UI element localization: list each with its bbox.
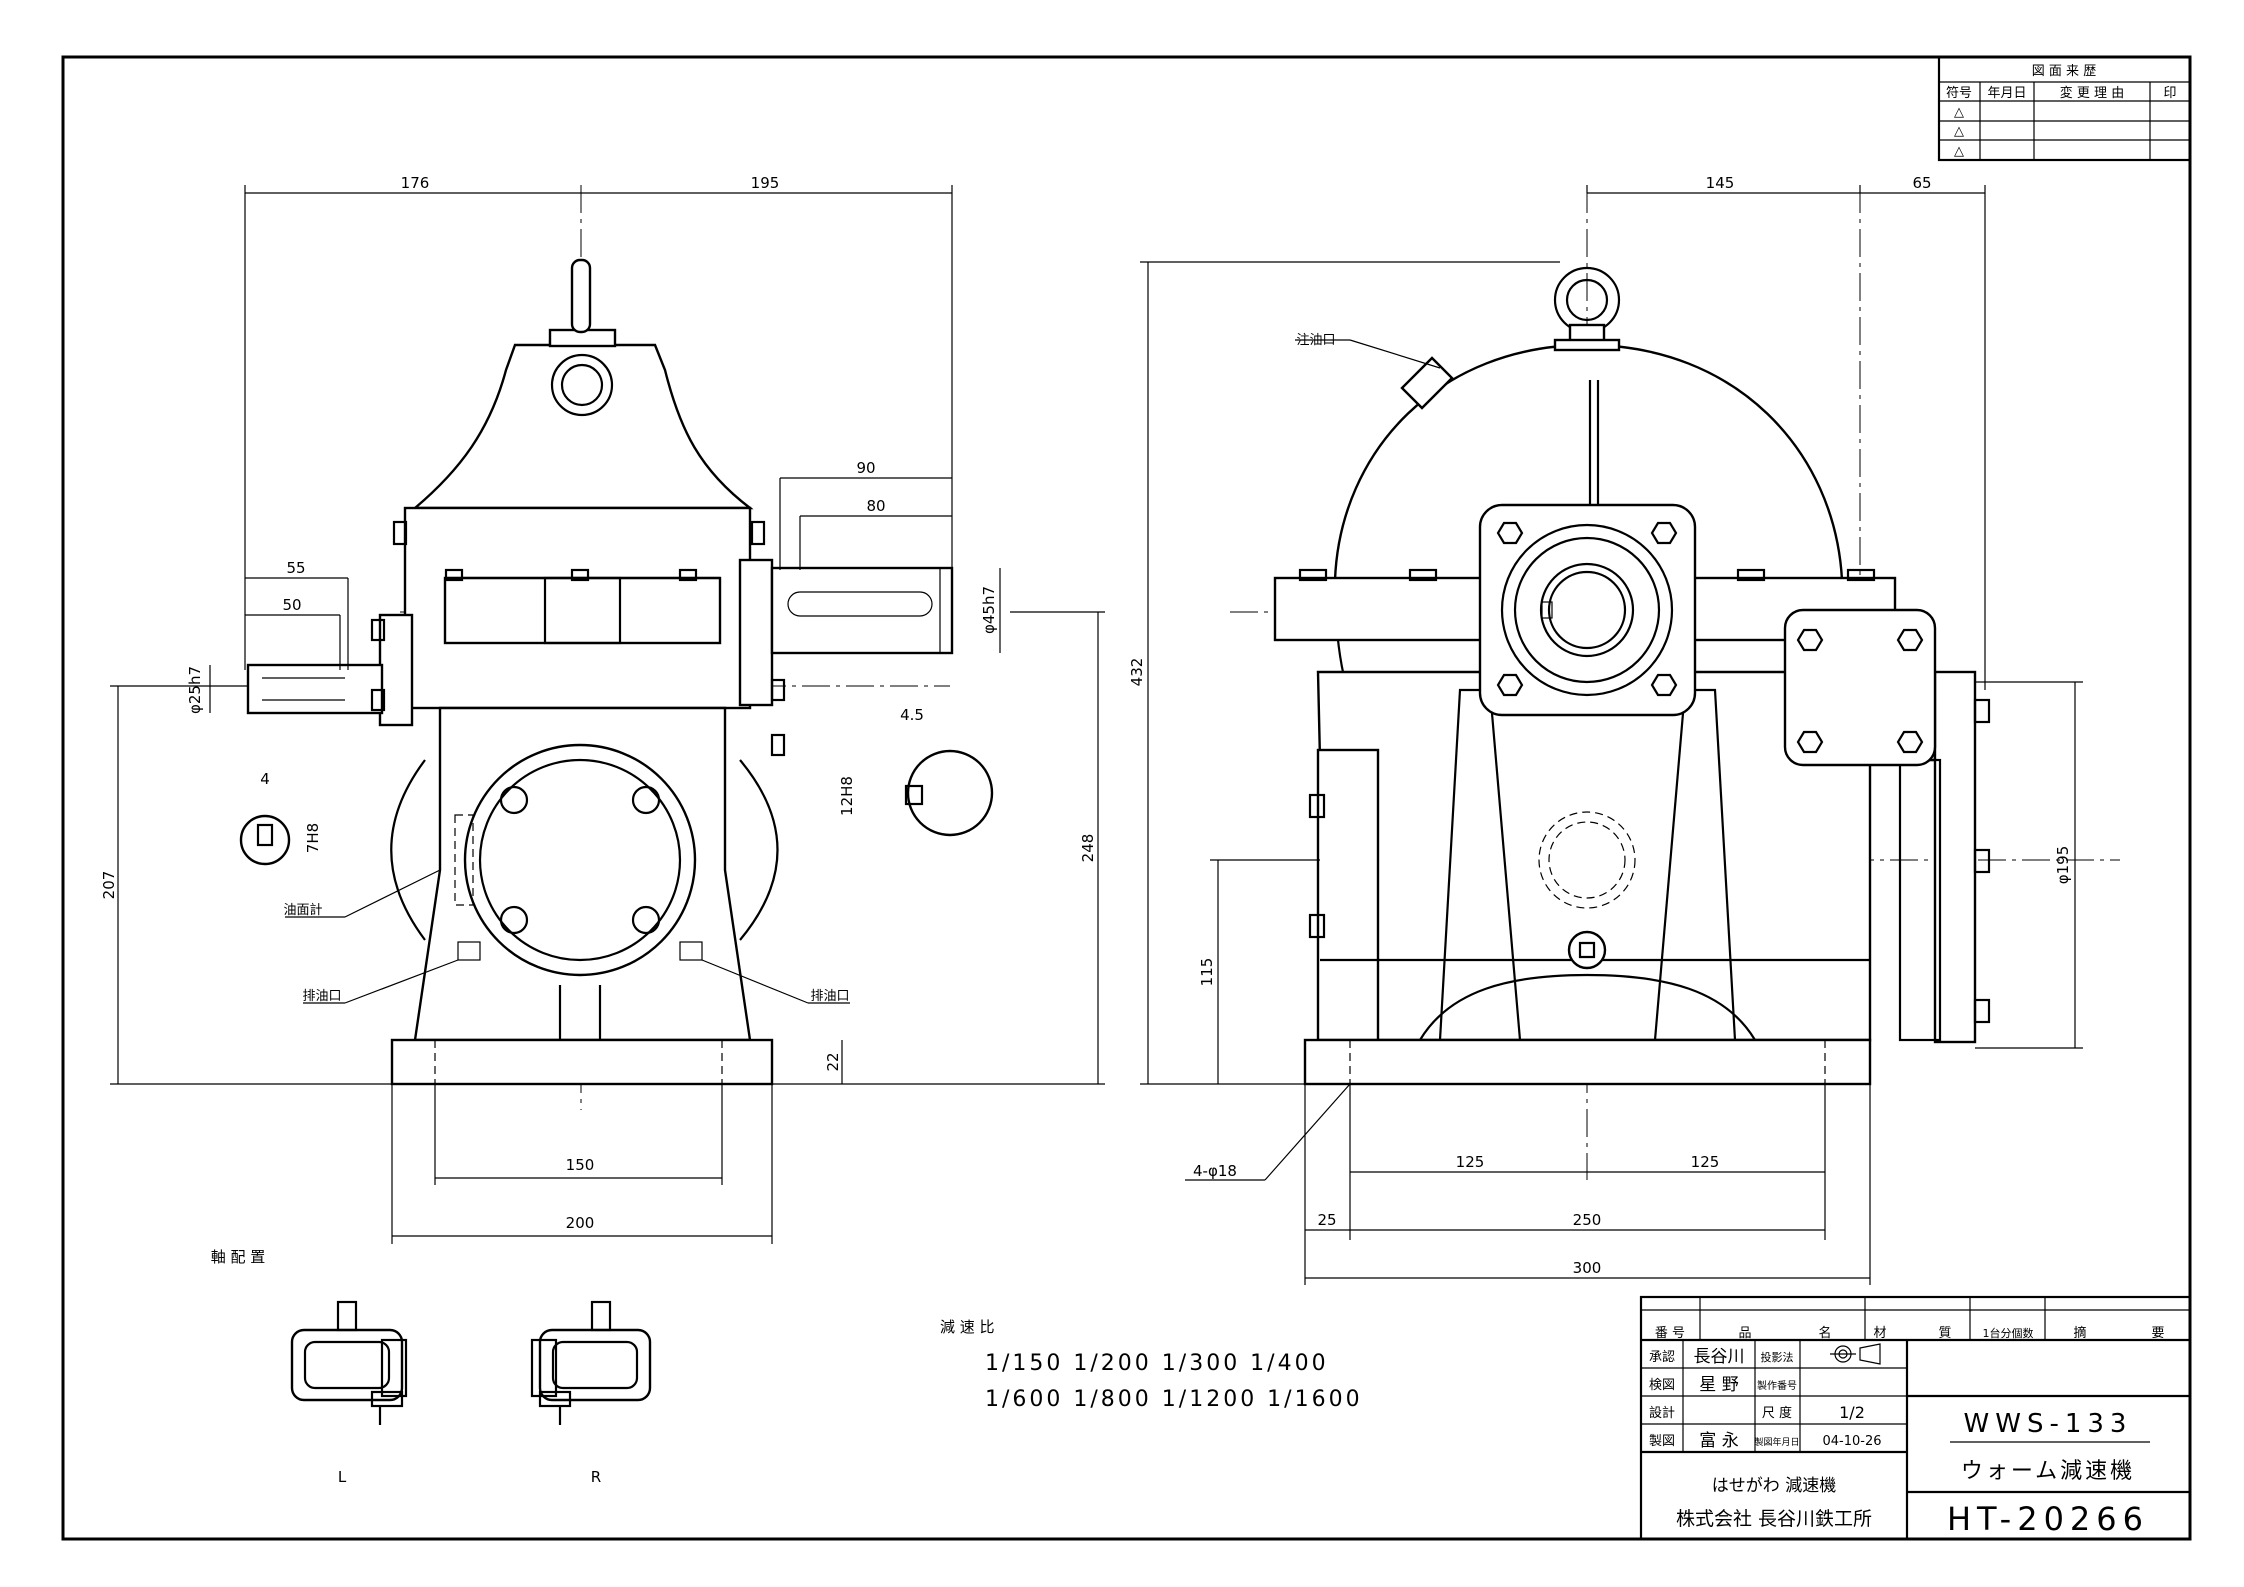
revision-header-mark: 符号 bbox=[1946, 85, 1972, 101]
reduction-ratio-line2: 1/600 1/800 1/1200 1/1600 bbox=[985, 1387, 1363, 1412]
drawing-number: HT-20266 bbox=[1947, 1500, 2149, 1538]
dim-250: 250 bbox=[1573, 1211, 1602, 1229]
brand-name: はせがわ 減速機 bbox=[1712, 1476, 1836, 1496]
dim-key-12h8: 12H8 bbox=[838, 776, 856, 816]
dim-key-4: 4 bbox=[260, 770, 270, 788]
dim-phi195: φ195 bbox=[2054, 846, 2072, 885]
label-oil-gauge: 油面計 bbox=[283, 902, 322, 918]
reduction-ratio-line1: 1/150 1/200 1/300 1/400 bbox=[985, 1351, 1329, 1376]
row-field-scale: 尺 度 bbox=[1762, 1405, 1792, 1421]
side-view: 145 65 432 115 φ195 4-φ18 125 125 25 250… bbox=[1128, 174, 2120, 1285]
dim-bolt-holes: 4-φ18 bbox=[1193, 1162, 1237, 1180]
label-oil-fill: 注油口 bbox=[1296, 333, 1335, 348]
reduction-ratio: 減 速 比 1/150 1/200 1/300 1/400 1/600 1/80… bbox=[940, 1318, 1363, 1412]
arrangement-l-label: L bbox=[338, 1468, 347, 1486]
dim-300: 300 bbox=[1573, 1259, 1602, 1277]
row-role-design: 設計 bbox=[1649, 1405, 1675, 1421]
product-name: ウォーム減速機 bbox=[1961, 1459, 2135, 1484]
title-header-note-b: 要 bbox=[2151, 1326, 2164, 1341]
revision-title: 図 面 来 歴 bbox=[2032, 64, 2096, 79]
arrangement-r-icon bbox=[530, 1300, 652, 1425]
row-role-approve: 承認 bbox=[1649, 1349, 1675, 1365]
projection-symbol-icon bbox=[1830, 1343, 1881, 1365]
row-name-approve: 長谷川 bbox=[1694, 1347, 1745, 1367]
dim-key-7h8: 7H8 bbox=[304, 823, 322, 853]
row-name-check: 星 野 bbox=[1699, 1375, 1738, 1395]
label-drain-right: 排油口 bbox=[810, 989, 849, 1004]
label-drain-left: 排油口 bbox=[302, 989, 341, 1004]
shaft-arrangement: 軸 配 置 L R bbox=[211, 1248, 652, 1486]
dim-248: 248 bbox=[1079, 834, 1097, 863]
row-field-projection: 投影法 bbox=[1761, 1350, 1794, 1364]
revision-mark-2: △ bbox=[1954, 124, 1964, 139]
front-view: 176 195 90 80 55 50 φ45h7 φ25h7 4 7H8 4.… bbox=[100, 174, 1105, 1244]
row-name-draft: 富 永 bbox=[1699, 1431, 1738, 1451]
revision-header-seal: 印 bbox=[2163, 86, 2176, 101]
dim-65: 65 bbox=[1912, 174, 1931, 192]
revision-mark-1: △ bbox=[1954, 105, 1964, 120]
drawing-border bbox=[61, 55, 2192, 1541]
dim-phi25h7: φ25h7 bbox=[186, 666, 204, 714]
revision-header-reason: 変 更 理 由 bbox=[2060, 85, 2124, 101]
row-value-draft-date: 04-10-26 bbox=[1822, 1434, 1881, 1449]
dim-150: 150 bbox=[566, 1156, 595, 1174]
dim-90: 90 bbox=[856, 459, 875, 477]
arrangement-l-icon bbox=[290, 1300, 408, 1425]
model-number: WWS-133 bbox=[1964, 1409, 2133, 1439]
dim-25: 25 bbox=[1317, 1211, 1336, 1229]
dim-phi45h7: φ45h7 bbox=[980, 586, 998, 634]
arrangement-r-label: R bbox=[591, 1468, 601, 1486]
dim-55: 55 bbox=[286, 559, 305, 577]
dim-50: 50 bbox=[282, 596, 301, 614]
dim-125-right: 125 bbox=[1691, 1153, 1720, 1171]
shaft-arrangement-title: 軸 配 置 bbox=[211, 1248, 266, 1266]
company-name: 株式会社 長谷川鉄工所 bbox=[1676, 1508, 1872, 1530]
row-role-draft: 製図 bbox=[1649, 1434, 1675, 1449]
title-header-item-b: 名 bbox=[1818, 1325, 1831, 1341]
title-block: 番 号 品 名 材 質 1台分個数 摘 要 承認 長谷川 投影法 検図 星 bbox=[1639, 1295, 2192, 1541]
dim-145: 145 bbox=[1706, 174, 1735, 192]
dim-207: 207 bbox=[100, 871, 118, 900]
title-header-note-a: 摘 bbox=[2073, 1325, 2086, 1341]
revision-header-date: 年月日 bbox=[1987, 86, 2026, 101]
dim-115: 115 bbox=[1198, 958, 1216, 987]
revision-block: 図 面 来 歴 符号 年月日 変 更 理 由 印 △ △ △ bbox=[1937, 55, 2192, 162]
dim-125-left: 125 bbox=[1456, 1153, 1485, 1171]
title-header-number: 番 号 bbox=[1655, 1326, 1685, 1341]
dim-200: 200 bbox=[566, 1214, 595, 1232]
dim-176: 176 bbox=[401, 174, 430, 192]
title-header-quantity: 1台分個数 bbox=[1983, 1326, 2034, 1340]
title-header-material-a: 材 bbox=[1873, 1326, 1886, 1341]
row-role-check: 検図 bbox=[1649, 1378, 1675, 1393]
dim-22: 22 bbox=[824, 1052, 842, 1071]
row-value-scale: 1/2 bbox=[1839, 1403, 1865, 1422]
reduction-ratio-title: 減 速 比 bbox=[940, 1318, 995, 1336]
dim-80: 80 bbox=[866, 497, 885, 515]
revision-mark-3: △ bbox=[1954, 144, 1964, 159]
title-header-item-a: 品 bbox=[1738, 1326, 1751, 1341]
row-field-mfg-number: 製作番号 bbox=[1757, 1379, 1797, 1392]
dim-195: 195 bbox=[751, 174, 780, 192]
row-field-draft-date: 製図年月日 bbox=[1754, 1436, 1799, 1448]
title-header-material-b: 質 bbox=[1938, 1326, 1951, 1341]
dim-key-4-5: 4.5 bbox=[900, 706, 924, 724]
dim-432: 432 bbox=[1128, 658, 1146, 687]
